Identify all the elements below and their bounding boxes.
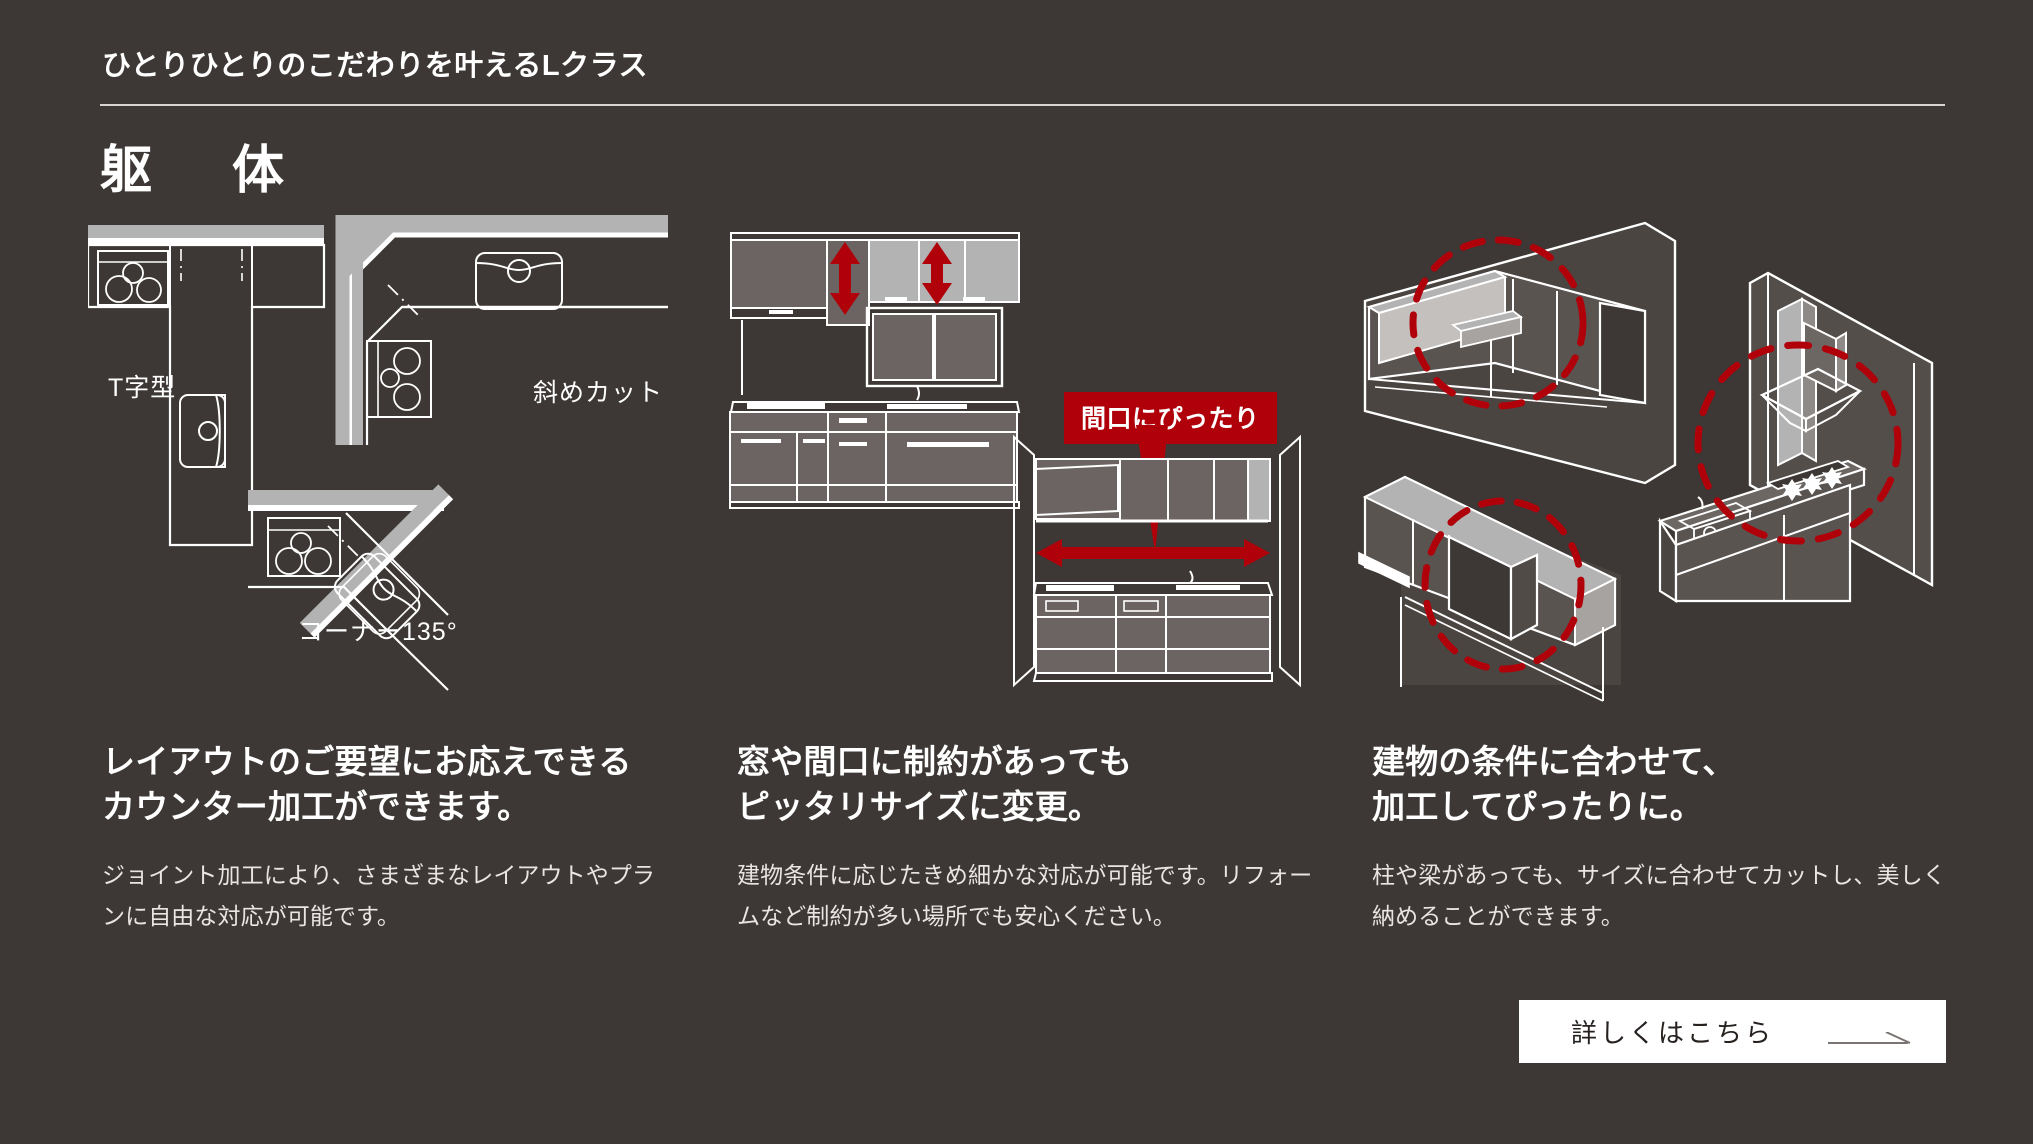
arrow-right-icon: [1828, 1031, 1911, 1044]
illustration-counter-layouts: [88, 215, 668, 695]
feature-heading-3-line-2: 加工してぴったりに。: [1372, 787, 1704, 825]
feature-body-1: ジョイント加工により、さまざまなレイアウトやプランに自由な対応が可能です。: [102, 862, 656, 930]
feature-heading-1-line-1: レイアウトのご要望にお応えできる: [102, 743, 632, 780]
feature-heading-1: レイアウトのご要望にお応えできる カウンター加工ができます。: [102, 740, 672, 829]
illustration-iso-pillar-cut: [1345, 475, 1665, 715]
feature-heading-3: 建物の条件に合わせて、 加工してぴったりに。: [1372, 740, 1962, 829]
red-height-arrow-left: [830, 242, 860, 315]
feature-heading-2-line-1: 窓や間口に制約があっても: [737, 743, 1133, 780]
red-dashed-highlight: [1694, 341, 1902, 545]
eyebrow-text: ひとりひとりのこだわりを叶えるLクラス: [102, 50, 649, 82]
header-divider: [100, 104, 1945, 106]
feature-body-3: 柱や梁があっても、サイズに合わせてカットし、美しく納めることができます。: [1372, 862, 1946, 930]
red-dashed-highlight: [1409, 236, 1587, 410]
details-button[interactable]: 詳しくはこちら: [1519, 1000, 1946, 1063]
red-height-arrow-right: [922, 242, 952, 305]
feature-column-2: 窓や間口に制約があっても ピッタリサイズに変更。 建物条件に応じたきめ細かな対応…: [737, 740, 1317, 937]
feature-heading-3-line-1: 建物の条件に合わせて、: [1372, 743, 1736, 780]
feature-heading-2-line-2: ピッタリサイズに変更。: [737, 787, 1102, 825]
diagonal-cut-plan: [335, 215, 668, 445]
feature-heading-2: 窓や間口に制約があっても ピッタリサイズに変更。: [737, 740, 1317, 829]
page-title: 躯 体: [100, 142, 299, 200]
feature-body-2: 建物条件に応じたきめ細かな対応が可能です。リフォームなど制約が多い場所でも安心く…: [737, 862, 1313, 930]
illustration-iso-hood-beam: [1650, 245, 2010, 605]
t-shape-plan: [88, 225, 326, 547]
corner-135-plan: [248, 484, 454, 691]
feature-heading-1-line-2: カウンター加工ができます。: [102, 787, 531, 825]
diagram-label-t-shape: T字型: [108, 374, 177, 402]
feature-column-1: レイアウトのご要望にお応えできる カウンター加工ができます。 ジョイント加工によ…: [102, 740, 672, 937]
illustration-iso-upper-cabinet: [1345, 215, 1705, 515]
red-dashed-highlight: [1421, 497, 1585, 673]
diagram-label-corner-135: コーナー135°: [298, 618, 458, 646]
illustration-kitchen-elevation-upper: [727, 220, 1057, 520]
red-width-arrow: [1036, 539, 1270, 567]
details-button-label: 詳しくはこちら: [1571, 1018, 1775, 1048]
diagram-label-diagonal-cut: 斜めカット: [533, 379, 664, 407]
feature-column-3: 建物の条件に合わせて、 加工してぴったりに。 柱や梁があっても、サイズに合わせて…: [1372, 740, 1962, 937]
illustration-kitchen-elevation-lower: [1000, 425, 1320, 695]
callout-opening-fit: 間口にぴったり: [1064, 392, 1277, 444]
